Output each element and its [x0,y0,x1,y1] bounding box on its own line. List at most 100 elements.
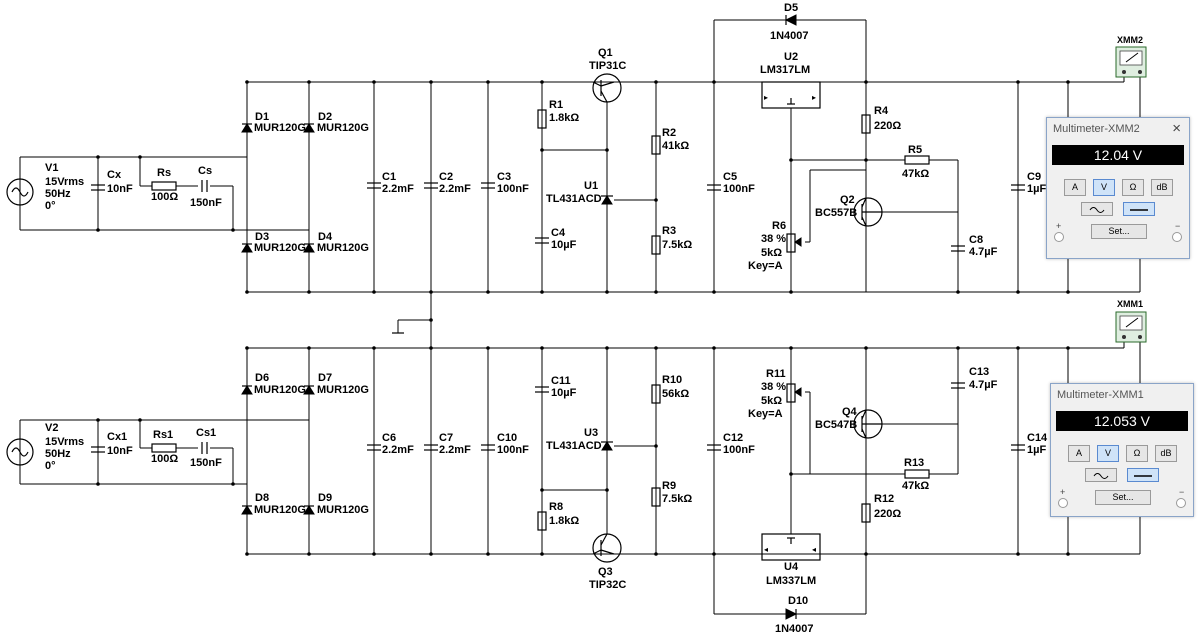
transistor-q2[interactable]: Q2 BC557B [815,194,883,227]
resistor-rs1[interactable]: Rs1 100Ω [151,429,178,465]
potentiometer-r11[interactable]: R11 38 % 5kΩ Key=A [748,368,802,420]
v1-phase: 0° [45,200,56,212]
cap-c4[interactable]: C4 10µF [535,227,577,251]
junction-dot [864,158,868,162]
cap-c13[interactable]: C13 4.7µF [951,366,998,391]
junction-dot [789,290,793,294]
diode-d7[interactable]: D7 MUR120G [303,372,369,396]
cap-c7[interactable]: C7 2.2mF [424,432,471,456]
minus-jack-icon[interactable] [1172,232,1182,242]
ac-mode-button[interactable] [1085,468,1117,482]
cap-c3[interactable]: C3 100nF [481,171,529,195]
junction-dot [864,346,868,350]
resistor-r13[interactable]: R13 47kΩ [902,457,930,492]
multimeter-xmm2-icon[interactable]: XMM2 [1115,35,1147,78]
resistor-r1[interactable]: R1 1.8kΩ [537,99,579,129]
potentiometer-r6[interactable]: R6 38 % 5kΩ Key=A [748,220,802,272]
plus-jack-icon[interactable] [1058,498,1068,508]
close-icon[interactable]: × [1172,120,1181,137]
cap-c9[interactable]: C9 1µF [1011,171,1046,195]
plus-jack-icon[interactable] [1054,232,1064,242]
diode-d8[interactable]: D8 MUR120G [241,492,306,516]
svg-text:C12: C12 [723,432,743,444]
resistor-r5[interactable]: R5 47kΩ [902,144,930,180]
diode-d5[interactable]: D5 1N4007 [770,2,809,42]
junction-dot [372,290,376,294]
svg-text:R8: R8 [549,501,563,513]
regulator-u2[interactable]: ▸ ▸ U2 LM317LM [760,51,821,109]
set-button[interactable]: Set... [1091,224,1147,239]
ac-source-v1[interactable]: V1 15Vrms 50Hz 0° [6,162,84,212]
junction-dot [96,155,100,159]
cap-c1[interactable]: C1 2.2mF [367,171,414,195]
junction-dot [956,290,960,294]
mode-button-ammeter[interactable]: A [1068,445,1090,462]
junction-dot [245,290,249,294]
mode-button-decibel[interactable]: dB [1155,445,1177,462]
diode-d9[interactable]: D9 MUR120G [303,492,369,516]
junction-dot [429,346,433,350]
junction-dot [372,80,376,84]
diode-d3[interactable]: D3 MUR120G [241,231,306,254]
cap-cx[interactable]: Cx 10nF [91,169,133,195]
cap-c2[interactable]: C2 2.2mF [424,171,471,195]
transistor-q1[interactable]: Q1 TIP31C [589,47,626,103]
mode-button-voltmeter[interactable]: V [1093,179,1115,196]
dc-mode-button[interactable] [1123,202,1155,216]
junction-dot [96,418,100,422]
svg-text:10nF: 10nF [107,183,133,195]
resistor-rs[interactable]: Rs 100Ω [151,167,178,203]
cap-c12[interactable]: C12 100nF [707,432,755,456]
cap-c11[interactable]: C11 10µF [535,375,577,399]
svg-text:C14: C14 [1027,432,1048,444]
diode-d6[interactable]: D6 MUR120G [241,372,306,396]
ac-mode-button[interactable] [1081,202,1113,216]
minus-jack-icon[interactable] [1176,498,1186,508]
dc-line-icon [1134,475,1152,477]
diode-d10[interactable]: D10 1N4007 [775,595,814,635]
mode-button-ammeter[interactable]: A [1064,179,1086,196]
resistor-r10[interactable]: R10 56kΩ [651,374,689,404]
svg-text:Rs1: Rs1 [153,429,173,441]
mode-button-voltmeter[interactable]: V [1097,445,1119,462]
resistor-r8[interactable]: R8 1.8kΩ [537,501,579,531]
cap-cs[interactable]: Cs 150nF [190,165,222,209]
cap-c10[interactable]: C10 100nF [481,432,529,456]
shunt-reference-u1[interactable]: U1 TL431ACD [546,180,613,205]
mode-button-ohmmeter[interactable]: Ω [1126,445,1148,462]
resistor-r12[interactable]: R12 220Ω [861,493,901,523]
diode-d4[interactable]: D4 MUR120G [303,231,369,254]
diode-d2[interactable]: D2 MUR120G [303,111,369,134]
transistor-q3[interactable]: Q3 TIP32C [589,533,626,591]
cap-c8[interactable]: C8 4.7µF [951,234,998,258]
cap-c5[interactable]: C5 100nF [707,171,755,195]
svg-text:BC547B: BC547B [815,419,857,431]
resistor-r4[interactable]: R4 220Ω [861,105,901,134]
cap-cx1[interactable]: Cx1 10nF [91,431,133,457]
mode-button-decibel[interactable]: dB [1151,179,1173,196]
ac-source-v2[interactable]: V2 15Vrms 50Hz 0° [6,422,84,472]
junction-dot [231,228,235,232]
v1-ref: V1 [45,162,58,174]
diode-d1[interactable]: D1 MUR120G [241,111,306,134]
mode-button-ohmmeter[interactable]: Ω [1122,179,1144,196]
set-button[interactable]: Set... [1095,490,1151,505]
resistor-r3[interactable]: R3 7.5kΩ [651,225,692,255]
junction-dot [540,552,544,556]
svg-text:R12: R12 [874,493,894,505]
cap-c6[interactable]: C6 2.2mF [367,432,414,456]
resistor-r9[interactable]: R9 7.5kΩ [651,480,692,507]
regulator-u4[interactable]: ◂ ◂ U4 LM337LM [761,533,821,587]
junction-dot [307,290,311,294]
cap-cs1[interactable]: Cs1 150nF [190,427,222,469]
svg-text:Cs1: Cs1 [196,427,216,439]
shunt-reference-u3[interactable]: U3 TL431ACD [546,427,613,452]
resistor-r2[interactable]: R2 41kΩ [651,127,689,155]
dc-mode-button[interactable] [1127,468,1159,482]
transistor-q4[interactable]: Q4 BC547B [815,406,883,439]
svg-text:Rs: Rs [157,167,171,179]
multimeter-xmm1-icon[interactable]: XMM1 [1115,299,1147,343]
svg-text:C13: C13 [969,366,989,378]
cap-c14[interactable]: C14 1µF [1011,432,1048,456]
